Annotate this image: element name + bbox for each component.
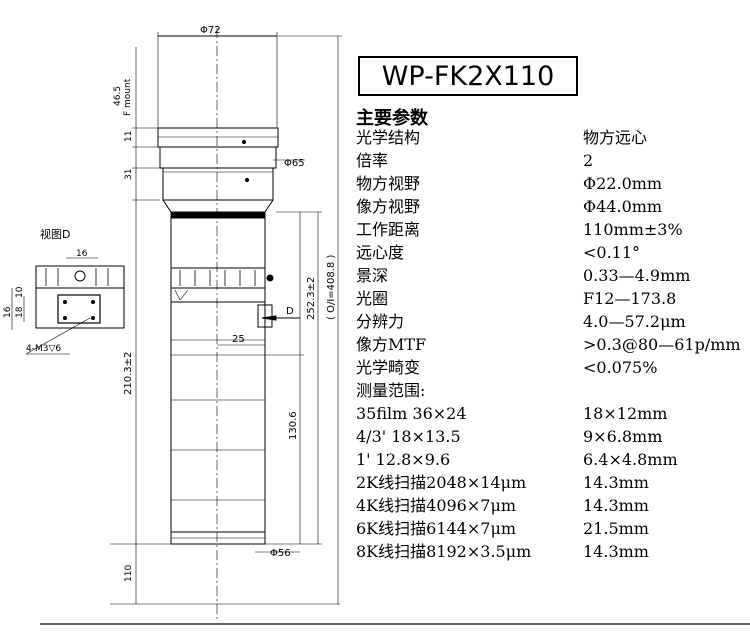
spec-value: 物方远心	[583, 128, 648, 147]
upper-body	[159, 146, 277, 169]
spec-key: 测量范围:	[356, 381, 426, 400]
params-title: 主要参数	[356, 108, 428, 129]
spec-key: 像方MTF	[356, 335, 427, 354]
spec-key: 4/3' 18×13.5	[356, 427, 461, 446]
spec-value: >0.3@80—61p/mm	[583, 335, 741, 354]
spec-value: 14.3mm	[583, 542, 649, 561]
view-dim-18: 18	[15, 306, 25, 318]
spec-value: 18×12mm	[583, 404, 668, 423]
mount-flange	[157, 127, 279, 148]
view-d-plate	[57, 294, 101, 324]
view-d-title: 视图D	[40, 227, 70, 241]
spec-value: 21.5mm	[583, 519, 649, 538]
spec-key: 1' 12.8×9.6	[356, 450, 451, 469]
dim-dia-mid: Φ65	[284, 158, 305, 169]
dim-h-110: 110	[124, 565, 134, 582]
spec-key: 分辨力	[356, 312, 405, 331]
view-dim-10: 10	[15, 286, 25, 298]
spec-key: 8K线扫描8192×3.5μm	[356, 542, 532, 561]
spec-key: 工作距离	[356, 220, 421, 239]
spec-key: 35film 36×24	[356, 404, 467, 423]
knurl-ring	[170, 267, 266, 289]
view-d-body	[35, 287, 125, 329]
tube-lower	[170, 301, 266, 533]
spec-value: 9×6.8mm	[583, 427, 663, 446]
dim-h-130: 130.6	[288, 411, 299, 440]
dim-dia-top: Φ72	[200, 25, 221, 36]
spec-key: 景深	[356, 266, 389, 285]
spec-key: 4K线扫描4096×7μm	[356, 496, 517, 515]
spec-value: F12—173.8	[583, 289, 677, 308]
spec-value: 4.0—57.2μm	[583, 312, 686, 331]
spec-value: 2	[583, 151, 594, 170]
spec-value: Φ44.0mm	[583, 197, 663, 216]
black-ring	[170, 211, 266, 219]
spec-value: 0.33—4.9mm	[583, 266, 691, 285]
dim-h-210: 210.3±2	[123, 352, 134, 395]
spec-key: 光学畸变	[356, 358, 421, 377]
view-d-screw	[74, 270, 86, 282]
dim-h-total: ( O/I=408.8 )	[326, 255, 337, 320]
spec-key: 2K线扫描2048×14μm	[356, 473, 527, 492]
taper	[162, 199, 274, 213]
view-dim-16-top: 16	[76, 249, 88, 259]
spec-key: 光圈	[356, 289, 389, 308]
dim-h-252: 252.3±2	[306, 277, 317, 320]
dim-mount-height: 46.5	[113, 86, 123, 106]
model-box: WP-FK2X110	[358, 56, 578, 96]
section-65	[162, 167, 274, 201]
screw-knob	[266, 274, 274, 282]
dim-dia-bottom: Φ56	[270, 548, 291, 559]
spec-value: 6.4×4.8mm	[583, 450, 678, 469]
view-dim-16-left: 16	[3, 306, 13, 318]
spec-key: 像方视野	[356, 197, 421, 216]
spec-value: <0.075%	[583, 358, 658, 377]
label-d: D	[286, 306, 294, 317]
dim-h-11: 11	[124, 131, 134, 142]
spec-key: 6K线扫描6144×7μm	[356, 519, 517, 538]
dim-h-31: 31	[124, 169, 134, 180]
spec-value: Φ22.0mm	[583, 174, 663, 193]
spec-value: 110mm±3%	[583, 220, 683, 239]
model-name: WP-FK2X110	[381, 60, 555, 92]
tube-upper	[170, 217, 266, 269]
dim-w-25: 25	[232, 334, 245, 345]
view-d-knurl	[35, 265, 125, 289]
dim-mount-label: F mount	[123, 78, 133, 116]
spec-value: 14.3mm	[583, 473, 649, 492]
spec-key: 光学结构	[356, 128, 421, 147]
spec-key: 远心度	[356, 243, 405, 262]
spec-value: 14.3mm	[583, 496, 649, 515]
tube-mid	[170, 287, 266, 303]
spec-value: <0.11°	[583, 243, 641, 262]
spec-key: 物方视野	[356, 174, 421, 193]
spec-key: 倍率	[356, 151, 389, 170]
view-screw-spec: 4-M3▽6	[26, 344, 61, 354]
